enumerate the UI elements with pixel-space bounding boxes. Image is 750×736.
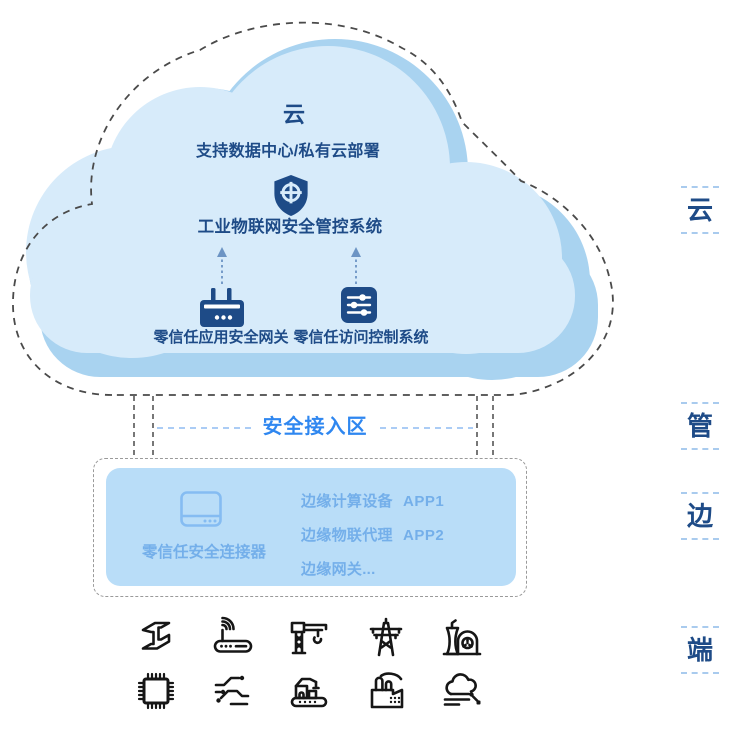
endpoint-devices <box>134 616 484 722</box>
zero-trust-gateway-icon <box>200 288 244 327</box>
cloud-edge-connector-lines <box>133 396 494 457</box>
edge-apps-list: 边缘计算设备 APP1 边缘物联代理 APP2 边缘网关... <box>301 490 444 579</box>
edge-row: 边缘物联代理 APP2 <box>301 524 444 545</box>
rail-dash <box>681 492 719 494</box>
edge-row-app: APP2 <box>403 527 445 544</box>
rail-label: 管 <box>686 411 713 441</box>
edge-row: 边缘网关... <box>301 558 444 579</box>
deploy-note: 支持数据中心/私有云部署 <box>195 143 381 160</box>
device-row <box>134 616 484 660</box>
zero-trust-connector-icon <box>180 491 222 527</box>
rail-dash <box>681 626 719 628</box>
edge-row-name: 边缘网关... <box>301 561 376 578</box>
factory-icon <box>370 672 403 709</box>
steel-beam-icon <box>141 621 171 650</box>
cpu-chip-icon <box>137 672 175 710</box>
shield-security-icon <box>274 174 308 217</box>
rail-dash <box>681 232 719 234</box>
system-name: 工业物联网安全管控系统 <box>197 218 383 236</box>
access-control-icon <box>341 287 377 323</box>
rail-dash <box>681 448 719 450</box>
tower-crane-icon <box>290 621 328 655</box>
nuclear-plant-icon <box>442 619 482 656</box>
rail-dash <box>681 538 719 540</box>
rail-item-endpoint: 端 <box>678 626 722 674</box>
edge-row-name: 边缘物联代理 <box>301 527 393 544</box>
rail-label: 边 <box>686 501 713 531</box>
cloud-title: 云 <box>282 102 305 127</box>
access-zone-label: 安全接入区 <box>262 416 368 438</box>
edge-zone-panel: 零信任安全连接器 边缘计算设备 APP1 边缘物联代理 APP2 边缘网关... <box>106 468 516 586</box>
rail-item-manage: 管 <box>678 402 722 450</box>
edge-row-app: APP1 <box>403 493 445 510</box>
edge-zone-dashed-box: 零信任安全连接器 边缘计算设备 APP1 边缘物联代理 APP2 边缘网关... <box>93 458 527 597</box>
rail-dash <box>681 672 719 674</box>
device-row <box>134 669 484 713</box>
rail-item-cloud: 云 <box>678 186 722 234</box>
rail-label: 端 <box>686 635 713 665</box>
wifi-router-icon <box>213 616 252 653</box>
robot-arm-machine-icon <box>290 677 328 708</box>
rail-dash <box>681 186 719 188</box>
connector-label: 零信任安全连接器 <box>141 544 266 561</box>
cloud-light-layer <box>26 46 575 358</box>
gateway-arrows <box>217 247 361 284</box>
cloud-dashed-outline <box>12 21 614 396</box>
circuit-board-icon <box>214 675 249 706</box>
transmission-tower-icon <box>369 617 402 657</box>
gateway-left-label: 零信任应用安全网关 <box>153 329 289 346</box>
rail-item-edge: 边 <box>678 492 722 540</box>
rail-label: 云 <box>686 195 713 225</box>
edge-row-name: 边缘计算设备 <box>301 493 393 510</box>
rail-dash <box>681 402 719 404</box>
edge-row: 边缘计算设备 APP1 <box>301 490 444 511</box>
gateway-right-label: 零信任访问控制系统 <box>293 329 429 346</box>
cloud-network-icon <box>443 673 481 706</box>
